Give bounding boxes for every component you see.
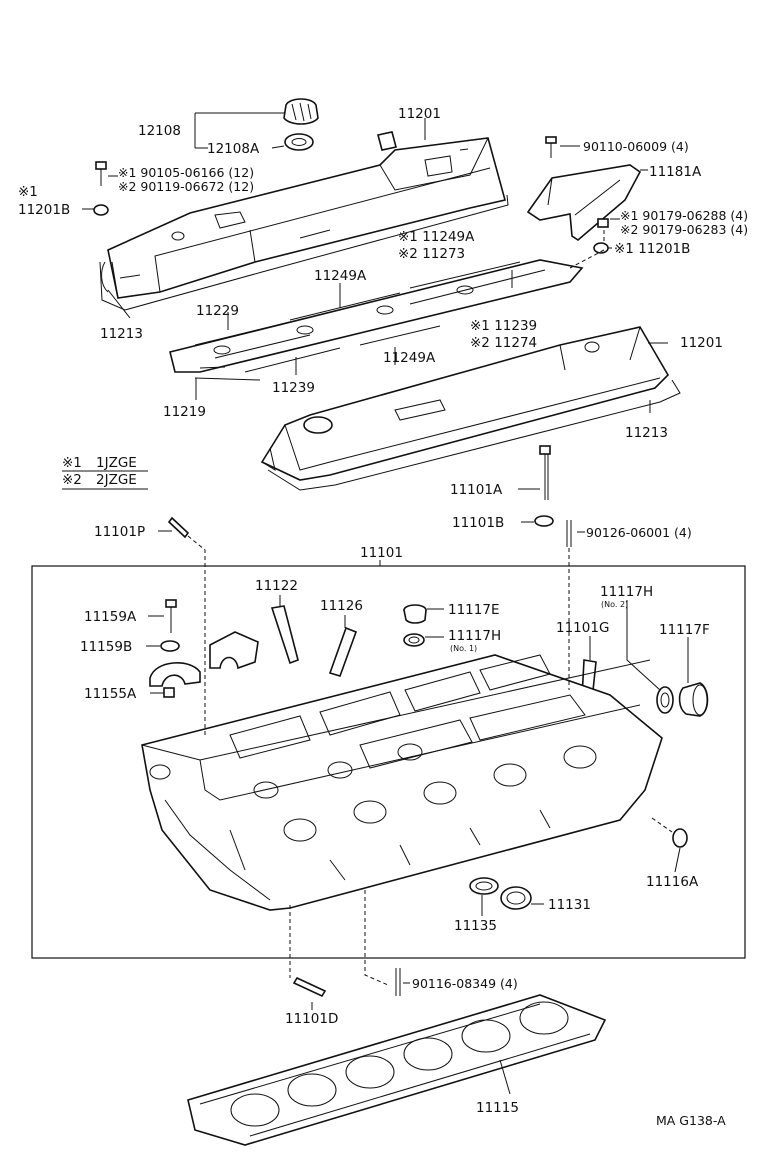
lower-cylinder-head-cover-drawing: [260, 326, 670, 481]
label-11101A: 11101A: [450, 482, 503, 498]
label-11219: 11219: [163, 404, 206, 420]
label-11131: 11131: [548, 897, 591, 913]
label-11101: 11101: [360, 545, 403, 561]
label-11201B-left: 11201B: [18, 202, 70, 218]
cylinder-head-gasket-drawing: [187, 994, 607, 1146]
reference-code: MA G138-A: [656, 1113, 726, 1128]
label-12108A: 12108A: [207, 141, 260, 157]
label-11117F: 11117F: [659, 622, 710, 638]
label-11229: 11229: [196, 303, 239, 319]
label-11239-mark: ※1 11239: [470, 318, 537, 334]
label-11181A: 11181A: [649, 164, 702, 180]
label-11101B: 11101B: [452, 515, 504, 531]
label-11126: 11126: [320, 598, 363, 614]
legend-mark-1: ※1: [62, 455, 82, 471]
label-11249A-a: 11249A: [314, 268, 367, 284]
label-90119-06672: ※2 90119-06672 (12): [118, 179, 254, 194]
label-no2: (No. 2): [601, 600, 628, 609]
label-11122: 11122: [255, 578, 298, 594]
leader-lines: [82, 112, 689, 1095]
upper-cover-gasket-drawing: [99, 194, 509, 311]
plug-and-seal-drawings: [403, 604, 427, 647]
camshaft-seal-drawings: [469, 877, 532, 910]
upper-cylinder-head-cover-drawing: [101, 131, 506, 299]
cylinder-head-drawing: [141, 654, 663, 911]
label-11201-top: 11201: [398, 106, 441, 122]
label-11115: 11115: [476, 1100, 519, 1116]
legend-engine-2: 2JZGE: [96, 472, 137, 488]
label-90179-06288: ※1 90179-06288 (4): [620, 208, 748, 223]
label-11201B-right: ※1 11201B: [614, 241, 690, 257]
oil-control-plug-drawing: [672, 828, 688, 848]
head-bolt-washer-drawing: [534, 515, 554, 527]
lower-stud-drawings: [292, 968, 401, 998]
label-12108: 12108: [138, 123, 181, 139]
label-90110-06009: 90110-06009 (4): [583, 139, 689, 154]
head-bolt-drawing: [539, 445, 551, 500]
label-11116A: 11116A: [646, 874, 699, 890]
left-grommet-drawing: [93, 204, 109, 216]
label-11117H-no2: 11117H: [600, 584, 653, 600]
label-no1: (No. 1): [450, 644, 477, 653]
label-11213-right: 11213: [625, 425, 668, 441]
filler-cap-gasket-drawing: [284, 133, 314, 151]
valve-guide-drawing: [270, 605, 358, 677]
label-11117E: 11117E: [448, 602, 499, 618]
engine-legend: ※1 1JZGE ※2 2JZGE: [62, 455, 148, 490]
label-11159B: 11159B: [80, 639, 132, 655]
part-labels: 12108 12108A 11201 90110-06009 (4) 11181…: [18, 106, 748, 1116]
label-11155A: 11155A: [84, 686, 137, 702]
label-90179-06283: ※2 90179-06283 (4): [620, 222, 748, 237]
pin-drawing: [167, 516, 190, 539]
label-11135: 11135: [454, 918, 497, 934]
legend-mark-2: ※2: [62, 472, 82, 488]
label-11249A-b: 11249A: [383, 350, 436, 366]
label-11239: 11239: [272, 380, 315, 396]
label-11117H-no1: 11117H: [448, 628, 501, 644]
gasket-strips-drawing: [169, 259, 584, 381]
legend-engine-1: 1JZGE: [96, 455, 137, 471]
label-90105-06166: ※1 90105-06166 (12): [118, 165, 254, 180]
nut-and-grommet-drawings: [593, 218, 612, 254]
oil-filler-cap-drawing: [283, 98, 319, 125]
cylinder-head-subassembly-box: [31, 565, 746, 959]
stud-bolt-drawing: [566, 520, 572, 547]
label-11101D: 11101D: [285, 1011, 338, 1027]
label-11201-right: 11201: [680, 335, 723, 351]
label-11101G: 11101G: [556, 620, 609, 636]
label-90116-08349: 90116-08349 (4): [412, 976, 518, 991]
label-11274: ※2 11274: [470, 335, 537, 351]
label-11201B-left-mark: ※1: [18, 184, 38, 200]
camshaft-bearing-cap-drawings: [149, 599, 259, 698]
label-11213-left: 11213: [100, 326, 143, 342]
label-11249A-mark: ※1 11249A: [398, 229, 475, 245]
cover-bolt-drawing: [95, 161, 107, 186]
label-90126-06001: 90126-06001 (4): [586, 525, 692, 540]
label-11159A: 11159A: [84, 609, 137, 625]
lower-cover-gasket-drawing: [267, 379, 681, 491]
cover-screw-drawing: [545, 136, 557, 158]
label-11273: ※2 11273: [398, 246, 465, 262]
label-11101P: 11101P: [94, 524, 145, 540]
